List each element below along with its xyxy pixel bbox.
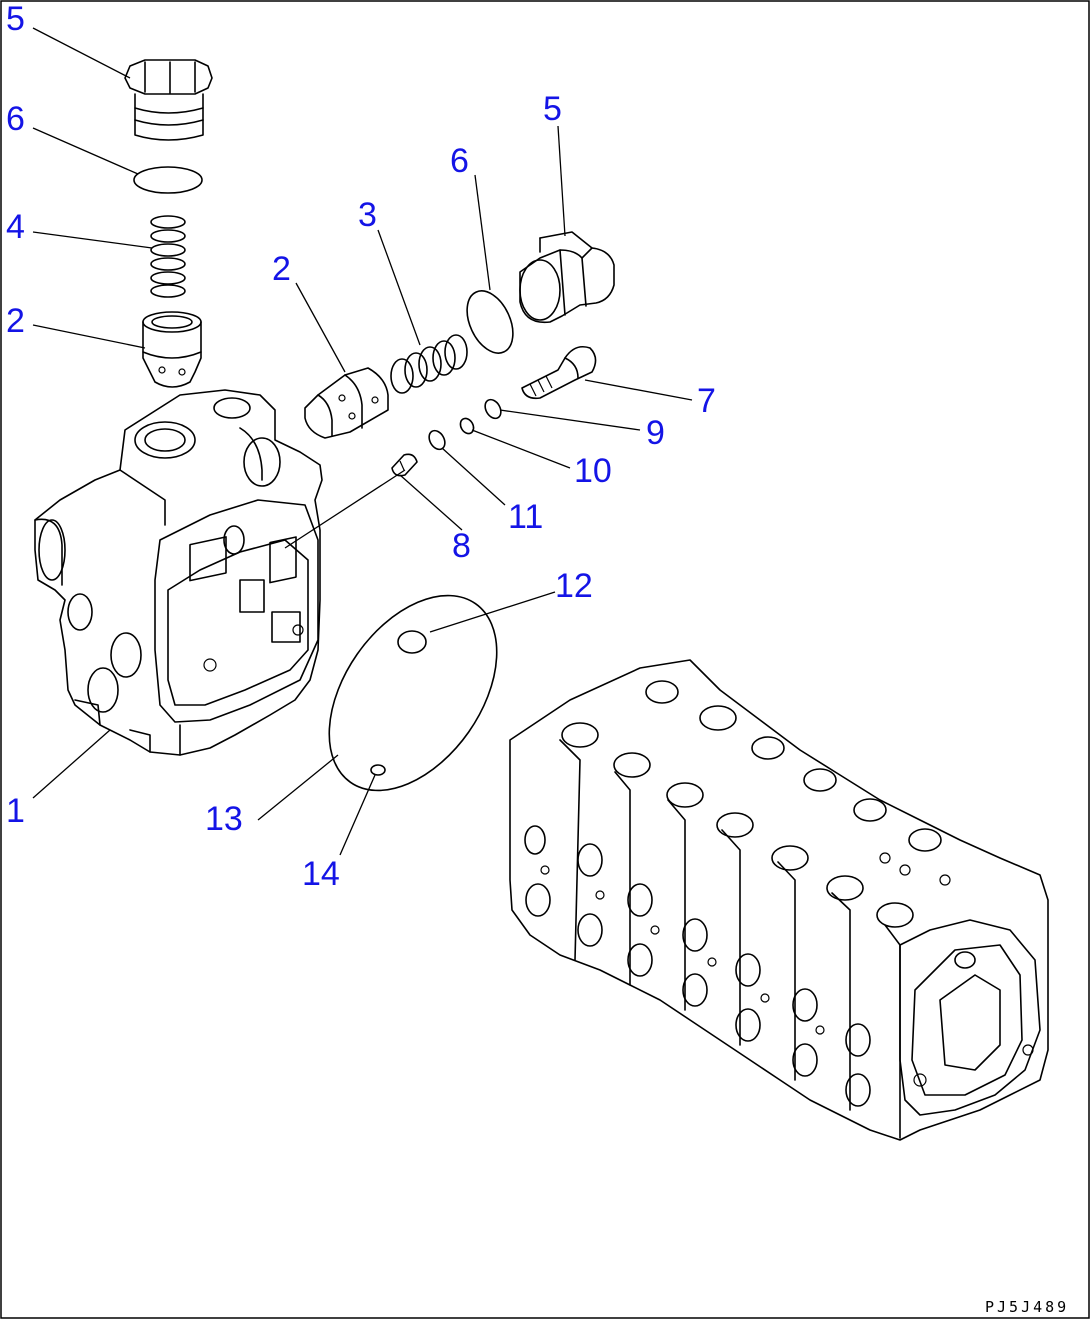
callout-1: 1 — [6, 792, 25, 830]
callout-4: 4 — [6, 208, 25, 246]
check-valve-top-left — [142, 311, 202, 388]
screw-pin-7 — [521, 345, 597, 400]
callout-3: 3 — [358, 196, 377, 234]
callout-10: 10 — [574, 452, 612, 490]
callout-14: 14 — [302, 855, 340, 893]
control-valve-assembly — [509, 659, 1049, 1141]
gasket-hole-14 — [370, 764, 386, 776]
gasket-hole-12 — [397, 630, 427, 654]
snap-ring-11 — [428, 429, 446, 451]
spring-middle — [390, 334, 468, 394]
valve-body-1 — [34, 389, 323, 756]
pin-8 — [391, 453, 418, 477]
callout-7: 7 — [697, 382, 716, 420]
plug-part-top-left — [124, 59, 213, 141]
callout-2-left: 2 — [6, 302, 25, 340]
o-ring-middle — [466, 290, 514, 354]
callout-9: 9 — [646, 414, 665, 452]
o-ring-top-left — [133, 166, 203, 194]
callout-labels: 5 6 4 2 2 3 6 5 7 9 10 11 8 12 13 14 1 — [6, 0, 716, 893]
gasket-13 — [328, 594, 498, 792]
callout-13: 13 — [205, 800, 243, 838]
callout-12: 12 — [555, 567, 593, 605]
callout-5-middle: 5 — [543, 90, 562, 128]
spring-top-left — [150, 215, 186, 298]
callout-8: 8 — [452, 527, 471, 565]
callout-6-top-left: 6 — [6, 100, 25, 138]
small-o-ring-9 — [484, 398, 502, 420]
leader-lines — [32, 27, 693, 856]
callout-2-middle: 2 — [272, 250, 291, 288]
small-o-ring-10 — [459, 417, 475, 435]
drawing-code: PJ5J489 — [985, 1298, 1069, 1316]
plug-part-middle — [519, 231, 615, 324]
callout-6-middle: 6 — [450, 142, 469, 180]
callout-11: 11 — [508, 498, 543, 536]
callout-5-top-left: 5 — [6, 0, 25, 38]
valve-poppet-middle — [304, 367, 389, 439]
